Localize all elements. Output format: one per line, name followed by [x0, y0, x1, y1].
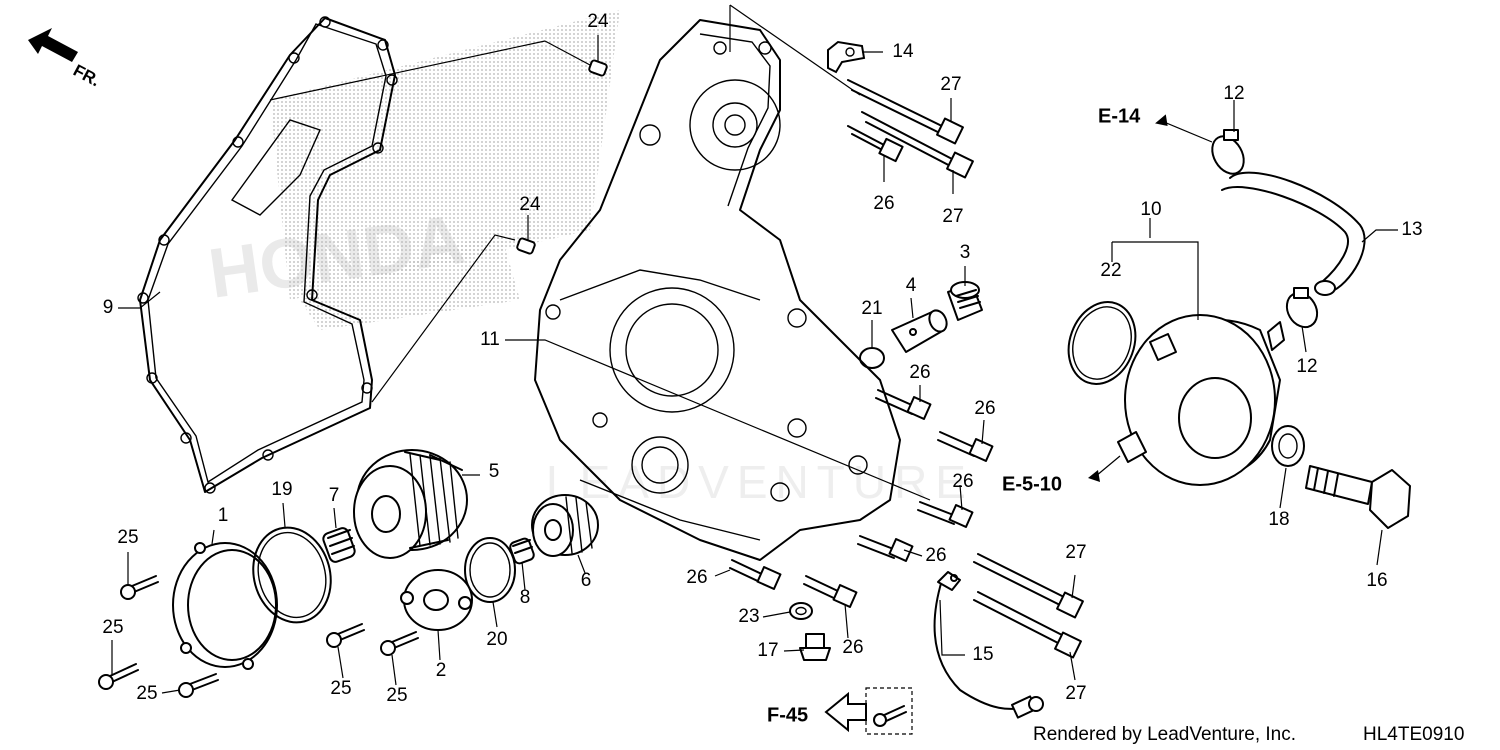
callout-7: 7	[329, 485, 340, 506]
callout-27-lower-b: 27	[1065, 683, 1086, 704]
callout-26-lower-b: 26	[686, 567, 707, 588]
callout-5: 5	[489, 461, 500, 482]
callout-27-upper-b: 27	[942, 206, 963, 227]
footer-credit: Rendered by LeadVenture, Inc.	[1033, 724, 1296, 745]
callout-14: 14	[892, 41, 914, 62]
f45-bolt-box	[865, 687, 913, 735]
callout-12-upper: 12	[1223, 83, 1244, 104]
callout-19: 19	[271, 479, 292, 500]
callout-24-lower: 24	[519, 194, 541, 215]
callout-26-mid-c: 26	[952, 471, 973, 492]
ref-e510: E-5-10	[1002, 473, 1062, 495]
callout-26-mid-b: 26	[974, 398, 995, 419]
callout-12-lower: 12	[1296, 356, 1317, 377]
callout-24-upper: 24	[587, 11, 609, 32]
callout-18: 18	[1268, 509, 1289, 530]
callout-16: 16	[1366, 570, 1387, 591]
callout-17: 17	[757, 640, 778, 661]
callout-15: 15	[972, 644, 993, 665]
f45-arrow-icon	[824, 691, 867, 733]
callout-1: 1	[218, 505, 229, 526]
ref-f45: F-45	[767, 704, 808, 726]
callout-26-lower-a: 26	[925, 545, 946, 566]
callout-8: 8	[520, 587, 531, 608]
e14-arrow-icon	[1155, 114, 1168, 126]
callout-25-e: 25	[386, 685, 407, 706]
right-crankcase-cover	[534, 19, 901, 561]
callout-11: 11	[480, 329, 500, 350]
callout-25-c: 25	[330, 678, 351, 699]
callout-2: 2	[436, 660, 447, 681]
callout-6: 6	[581, 570, 592, 591]
callout-26-lower-c: 26	[842, 637, 863, 658]
callout-10: 10	[1140, 199, 1161, 220]
explode-shadow-lower	[300, 230, 520, 330]
callout-25-a: 25	[117, 527, 138, 548]
callout-27-lower-a: 27	[1065, 542, 1086, 563]
cover-gasket	[139, 17, 396, 493]
front-label: FR.	[70, 61, 103, 91]
callout-23: 23	[738, 606, 759, 627]
callout-9: 9	[103, 297, 114, 318]
callout-20: 20	[486, 629, 507, 650]
e510-arrow-icon	[1088, 470, 1100, 482]
callout-26-mid-a: 26	[909, 362, 930, 383]
ref-e14: E-14	[1098, 105, 1141, 127]
callout-27-upper-a: 27	[940, 74, 961, 95]
callout-21: 21	[861, 298, 882, 319]
callout-4: 4	[906, 275, 917, 296]
explode-shadow	[270, 10, 620, 300]
callout-25-b: 25	[102, 617, 123, 638]
callout-13: 13	[1401, 219, 1422, 240]
footer-code: HL4TE0910	[1363, 724, 1464, 745]
callout-25-d: 25	[136, 683, 157, 704]
watermark-text: LEADVENTURE	[546, 456, 974, 508]
callout-26-upper: 26	[873, 193, 894, 214]
front-direction-arrow-icon	[28, 28, 78, 62]
callout-22: 22	[1100, 260, 1121, 281]
callout-3: 3	[960, 242, 971, 263]
